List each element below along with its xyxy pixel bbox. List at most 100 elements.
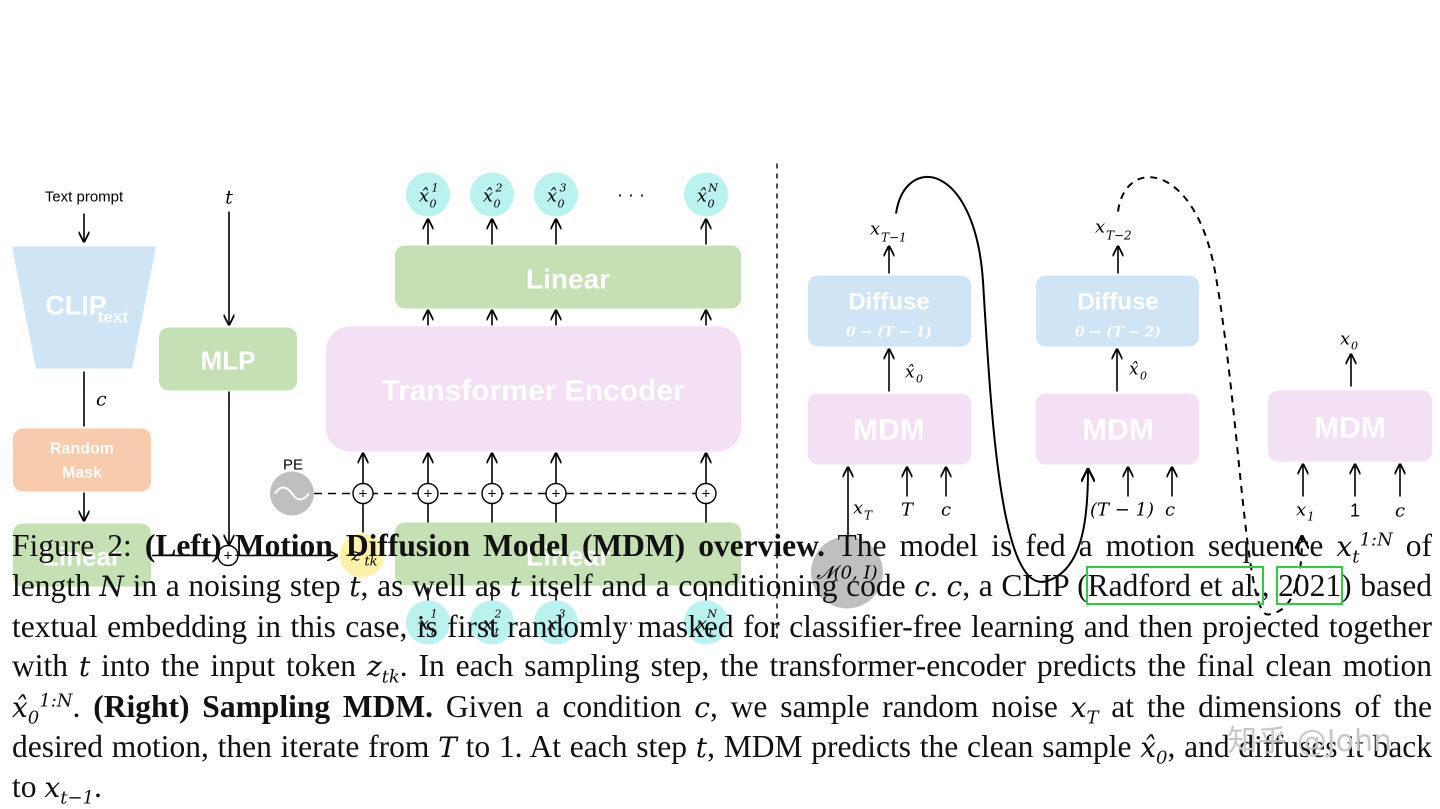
clip-sub-label: text [98,308,129,327]
input-token [534,600,578,645]
T-minus-1-input: (T − 1) [1090,500,1154,521]
input-token [406,600,450,645]
citation-link-year[interactable]: 2021 [1276,566,1344,606]
random-mask-block [13,428,151,492]
svg-text:3: 3 [560,182,567,195]
mdm-label-2: MDM [1082,414,1154,447]
svg-text:t: t [431,626,436,639]
x1-input: x [1296,500,1306,521]
svg-text:+: + [488,486,497,503]
svg-text:x̂: x̂ [419,186,429,207]
dashed-loop-connector [1117,176,1302,616]
linear-left-block [13,523,151,587]
svg-text:T−2: T−2 [1106,229,1132,243]
diffuse-label-2: Diffuse [1077,289,1158,316]
text-prompt-label: Text prompt [45,189,124,206]
citation-link-author[interactable]: Radford et al. [1085,566,1264,606]
svg-text:x: x [483,614,493,635]
svg-text:N: N [707,182,718,195]
linear-left-label: Linear [43,542,121,572]
caption-left-title: (Left) Motion Diffusion Model (MDM) over… [144,528,826,563]
output-token [684,172,728,217]
x-t-minus-2: x [1095,217,1105,238]
svg-text:+: + [702,486,711,503]
svg-text:t: t [495,626,500,639]
xhat0-label-1: x̂ [905,363,915,383]
sine-icon [274,486,310,501]
svg-text:+: + [424,486,433,503]
svg-text:2: 2 [494,608,502,621]
clip-label: CLIP [45,291,107,321]
linear-top-label: Linear [526,264,610,295]
svg-text:t: t [559,626,564,639]
mdm-block-1 [808,393,971,465]
output-ellipsis: · · · [617,185,645,205]
svg-text:x: x [697,614,707,635]
svg-text:1: 1 [432,182,439,195]
mlp-label: MLP [201,346,256,376]
mdm-label-3: MDM [1314,412,1386,445]
svg-text:x: x [547,614,557,635]
mdm-block-3 [1268,390,1432,462]
xhat0-label-2: x̂ [1129,360,1139,380]
output-token [534,172,578,217]
pe-sum-nodes: + + + + + [352,482,717,505]
input-ellipsis: · · · [617,613,645,633]
svg-text:+: + [552,486,561,503]
svg-text:N: N [706,608,717,621]
transformer-encoder-label: Transformer Encoder [381,375,685,408]
svg-text:t: t [709,626,714,639]
clip-encoder-block [12,246,156,369]
figure-label: Figure 2: [12,528,132,563]
diffuse-range-2: 0 → (T − 2) [1075,325,1161,341]
svg-text:T−1: T−1 [881,231,907,245]
diffuse-block-1 [808,275,971,347]
svg-text:0: 0 [708,198,715,211]
svg-text:+: + [359,486,368,503]
watermark: 知乎 @John [1227,724,1392,759]
mdm-label-1: MDM [853,414,925,447]
mlp-block [159,327,297,391]
svg-text:x̂: x̂ [483,186,493,207]
caption-right-title: (Right) Sampling MDM. [93,688,434,724]
output-tokens: x̂ 0 1 x̂ 0 2 x̂ 0 3 · · · x̂ 0 N [406,172,728,217]
svg-text:x̂: x̂ [697,186,707,207]
svg-text:0: 0 [1140,370,1147,383]
c-input-2: c [1165,500,1175,521]
output-token [406,172,450,217]
T-input: T [901,500,915,521]
svg-text:x: x [419,614,429,635]
svg-text:T: T [864,509,873,523]
svg-text:2: 2 [495,182,503,195]
ztk-sub-label: tk [364,555,377,570]
svg-text:0: 0 [430,198,437,211]
pe-label: PE [283,457,303,474]
mdm-block-2 [1036,393,1199,465]
t-label: t [225,187,233,209]
x0-label: x [1340,329,1350,350]
c-input-3: c [1395,501,1405,522]
xT-input: x [853,498,863,519]
one-input: 1 [1350,501,1360,521]
linear-bottom-block [395,522,741,586]
noise-label: 𝓝(0, I) [816,563,877,584]
svg-text:x̂: x̂ [547,186,557,207]
diffuse-block-2 [1036,275,1199,347]
svg-text:0: 0 [494,198,501,211]
input-token [684,600,728,645]
random-mask-line1: Random [50,441,114,458]
linear-top-block [395,245,741,309]
input-token [470,600,514,645]
c-label: c [96,389,107,411]
diffuse-range-1: 0 → (T − 1) [846,325,932,341]
output-token [470,172,514,217]
c-input-1: c [941,500,951,521]
solid-loop-connector [895,176,1088,583]
input-tokens: x t 1 x t 2 x t 3 · · · x t N [406,600,728,645]
svg-text:3: 3 [559,608,566,621]
figure-caption: Figure 2: (Left) Motion Diffusion Model … [12,528,1433,809]
svg-text:0: 0 [1351,340,1358,353]
linear-bottom-label: Linear [526,541,610,572]
transformer-encoder-block [326,326,741,452]
